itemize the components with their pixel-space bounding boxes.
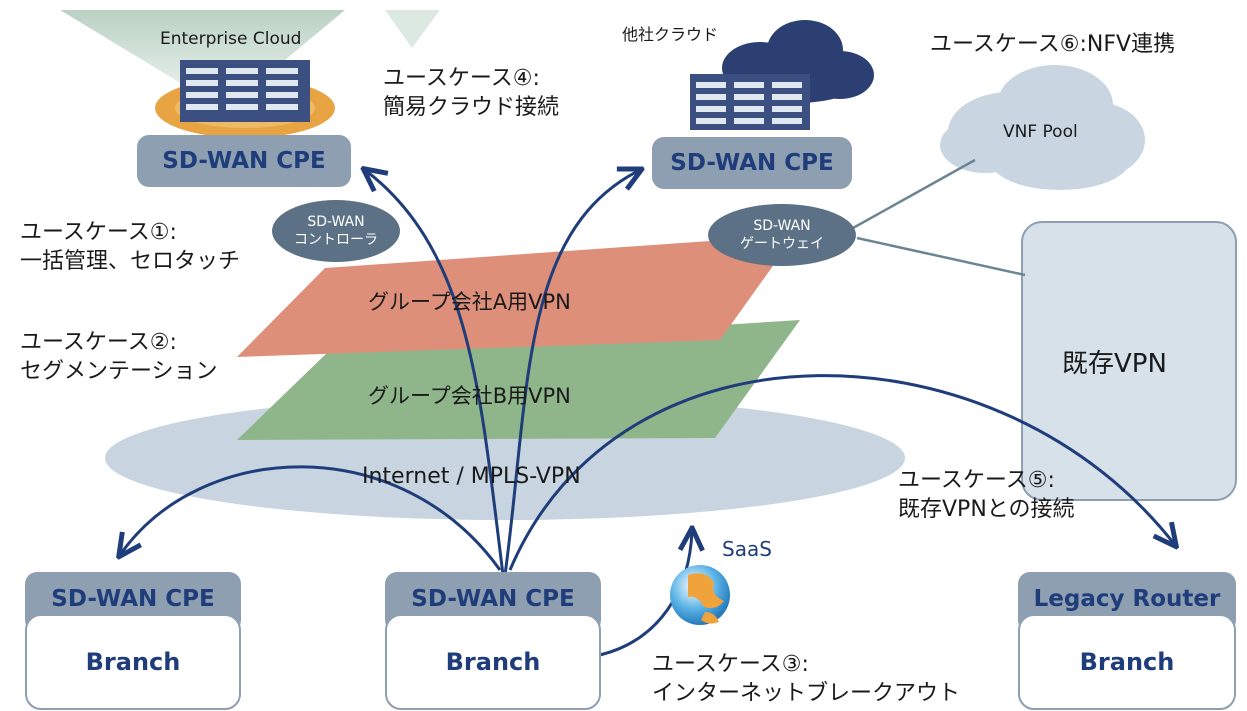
arrow-to-enterprise-cloud [365, 170, 505, 576]
other-cloud-label: 他社クラウド [622, 25, 719, 44]
vnf-pool-cloud [940, 65, 1145, 190]
legacy-vpn-box [1021, 221, 1237, 501]
vpn-a-plane [237, 235, 795, 357]
enterprise-sdwan-cpe: SD-WAN CPE [137, 135, 351, 187]
arrow-to-saas [599, 530, 692, 657]
use-case-4-label: ユースケース④:簡易クラウド接続 [383, 66, 560, 120]
vpn-b-label: グループ会社B用VPN [368, 384, 571, 408]
legacy-vpn-label: 既存VPN [1062, 349, 1167, 379]
enterprise-server-icon [180, 60, 310, 122]
gateway-to-legacy-link [856, 236, 1026, 277]
arrow-to-other-cloud [503, 170, 640, 576]
arrow-to-left-branch [120, 465, 502, 571]
globe-icon [670, 565, 730, 625]
use-case-6-label: ユースケース⑥:NFV連携 [930, 32, 1176, 57]
gateway-to-vnf-link [852, 158, 976, 230]
vnf-pool-label: VNF Pool [1003, 122, 1078, 142]
enterprise-cloud-label: Enterprise Cloud [160, 29, 302, 49]
use-case-3-label: ユースケース③:インターネットブレークアウト [652, 652, 961, 706]
vpn-a-label: グループ会社A用VPN [368, 290, 571, 314]
saas-label: SaaS [722, 537, 772, 561]
internet-label: Internet / MPLS-VPN [362, 464, 581, 489]
use-case-2-label: ユースケース②:セグメンテーション [20, 330, 218, 384]
center-branch-site: Branch [385, 614, 601, 710]
other-cloud-sdwan-cpe: SD-WAN CPE [652, 137, 852, 189]
light-beam-small [385, 10, 440, 48]
other-server-icon [690, 74, 810, 130]
left-branch-site: Branch [25, 614, 241, 710]
arrow-to-legacy-branch [508, 374, 1175, 571]
legacy-branch-site: Branch [1018, 614, 1236, 710]
use-case-5-label: ユースケース⑤:既存VPNとの接続 [898, 468, 1075, 522]
use-case-1-label: ユースケース①:一括管理、セロタッチ [20, 220, 241, 274]
